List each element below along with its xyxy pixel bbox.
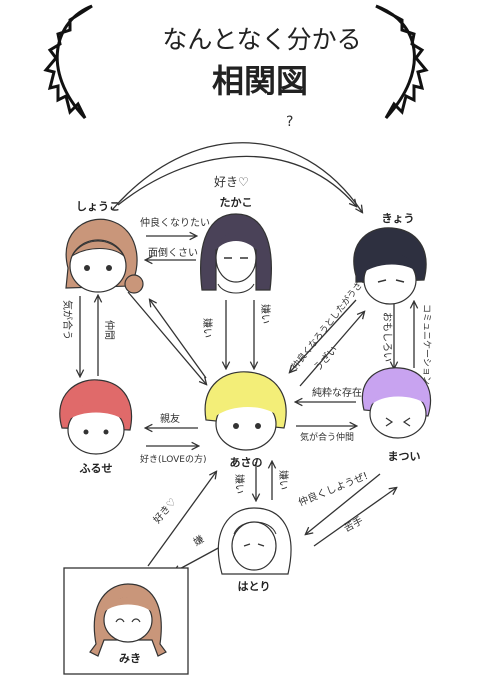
label-asano-furuse-2: 好き(LOVEの方) xyxy=(140,453,207,465)
label-furuse-to-shoko: 仲間 xyxy=(103,320,116,340)
label-shoko-to-furuse: 気が合う xyxy=(61,300,74,340)
label-matsui-asano-2: 気が合う仲間 xyxy=(300,431,354,443)
label-takako-dislike-1: 嫌い xyxy=(201,318,214,338)
takako-name: たかこ xyxy=(220,196,253,209)
shoko-name: しょうこ xyxy=(76,200,120,213)
label-asano-hatori-1: 嫌い xyxy=(233,474,246,494)
matsui-name: まつい xyxy=(388,450,421,463)
node-asano: あさの xyxy=(204,371,287,469)
label-takako-dislike-2: 嫌い xyxy=(259,304,272,324)
label-kyo-matsui-1: おもしろい xyxy=(381,312,393,362)
title-line2: 相関図 xyxy=(212,62,308,100)
title-line1: なんとなく分かる xyxy=(162,25,361,54)
label-asano-hatori-2: 嫌い xyxy=(277,470,290,490)
takako-hair xyxy=(200,213,272,291)
label-takako-to-shoko: 面倒くさい xyxy=(148,247,198,259)
label-shoko-to-takako: 仲良くなりたい xyxy=(140,216,210,229)
kyo-name: きょう xyxy=(382,212,415,225)
label-hatori-miki: 嫌 xyxy=(191,532,206,548)
label-matsui-hatori-1: 仲良くしようぜ! xyxy=(296,469,369,509)
node-hatori: はとり xyxy=(217,507,292,593)
furuse-name: ふるせ xyxy=(80,462,113,475)
label-kyo-matsui-2: コミュニケーション xyxy=(421,304,432,385)
label-shoko-kyo-like: 好き♡ xyxy=(214,175,249,189)
node-miki: みき xyxy=(63,567,189,675)
label-miki-asano-like: 好き♡ xyxy=(151,496,179,526)
node-furuse: ふるせ xyxy=(59,379,132,475)
hatori-face xyxy=(231,521,277,571)
edge-lines xyxy=(80,142,414,572)
shoko-bun xyxy=(124,274,144,294)
question-mark: ? xyxy=(286,114,293,130)
label-matsui-asano-1: 純粋な存在 xyxy=(312,386,362,399)
miki-name: みき xyxy=(119,652,141,665)
right-bracket-ornament xyxy=(375,4,429,120)
label-matsui-hatori-2: 苦手 xyxy=(341,514,365,535)
label-asano-furuse-1: 親友 xyxy=(160,412,180,425)
node-matsui: まつい xyxy=(361,367,432,463)
hatori-name: はとり xyxy=(238,580,271,593)
node-kyo: きょう xyxy=(353,212,427,305)
node-takako: たかこ xyxy=(200,196,272,294)
node-shoko: しょうこ xyxy=(65,200,144,294)
shoko-face xyxy=(69,239,127,293)
left-bracket-ornament xyxy=(43,4,93,120)
asano-name: あさの xyxy=(230,456,263,469)
